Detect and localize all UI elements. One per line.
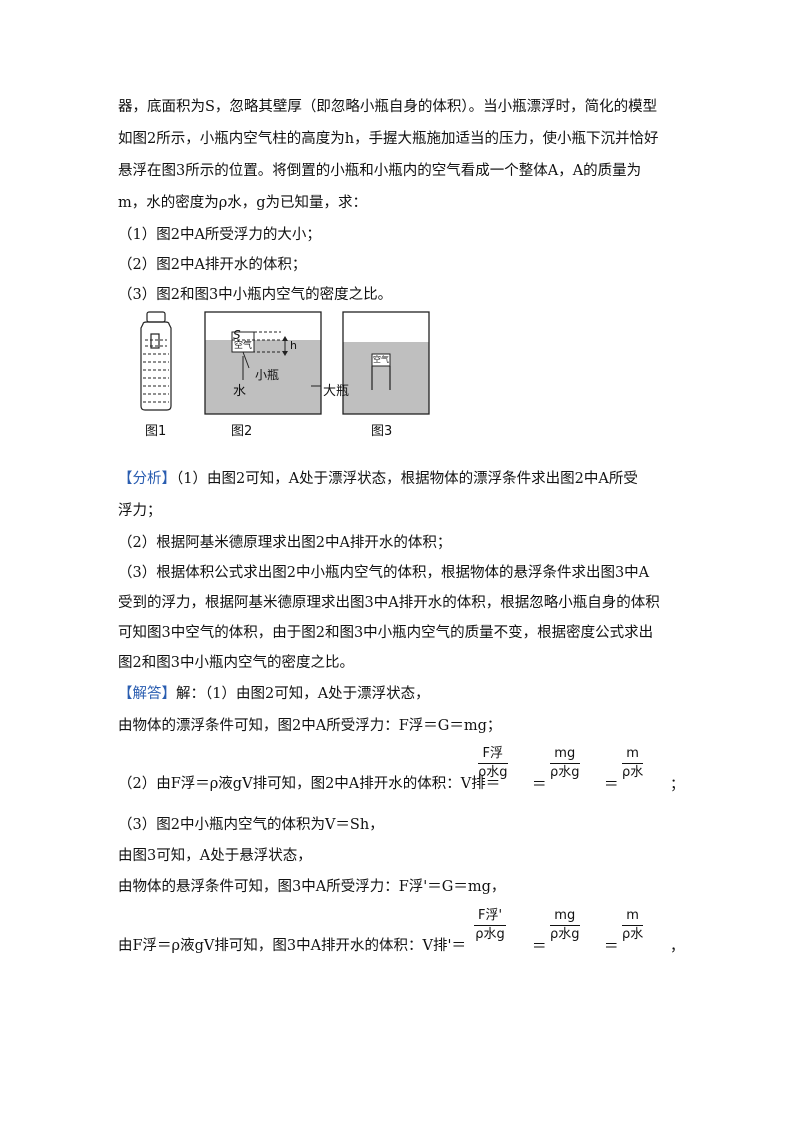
problem-line-1: 器，底面积为S，忽略其壁厚（即忽略小瓶自身的体积）。当小瓶漂浮时，简化的模型 [118,99,658,115]
fraction-2b: mg ρ水g [550,907,580,944]
fraction-2a-den: ρ水g [475,927,505,942]
analysis-line-4: （3）根据体积公式求出图2中小瓶内空气的体积，根据物体的悬浮条件求出图3中A [118,565,650,581]
answer-line-3: （2）由F浮＝ρ液gV排可知，图2中A排开水的体积：V排＝ [118,776,501,792]
fraction-2a: F浮' ρ水g [474,907,507,944]
fraction-1a: F浮 ρ水g [478,745,508,782]
analysis-line-3: （2）根据阿基米德原理求出图2中A排开水的体积； [118,535,452,551]
answer-line-1: 【解答】解：（1）由图2可知，A处于漂浮状态， [118,684,430,704]
fraction-1b: mg ρ水g [550,745,580,782]
figure-1-bottle [140,311,172,411]
fraction-1c: m ρ水 [622,745,644,782]
fraction-2b-num: mg [550,907,580,926]
eq-2b: ＝ [604,939,619,955]
answer-tag: 【解答】 [118,686,176,702]
area-s-label: S [233,328,241,342]
air-label-fig3: 空气 [373,355,389,364]
big-bottle-label: 大瓶 [323,384,350,399]
figures-area: S 空气 h 小瓶 水 大瓶 空气 图1 图2 图3 [135,308,435,443]
eq-1a: ＝ [532,777,547,793]
answer-line-2: 由物体的漂浮条件可知，图2中A所受浮力：F浮＝G＝mg； [118,718,502,734]
fraction-1b-den: ρ水g [550,765,580,780]
figure-1-caption: 图1 [145,424,167,439]
answer-line-7: 由F浮＝ρ液gV排可知，图3中A排开水的体积：V排'＝ [118,938,466,954]
fraction-1a-num: F浮 [478,745,508,764]
fraction-1c-num: m [622,745,644,764]
analysis-line-1: 【分析】（1）由图2可知，A处于漂浮状态，根据物体的漂浮条件求出图2中A所受 [118,469,638,489]
eq-2a: ＝ [532,939,547,955]
semicolon-1: ； [670,777,685,793]
analysis-line-7: 图2和图3中小瓶内空气的密度之比。 [118,655,354,671]
analysis-line-5: 受到的浮力，根据阿基米德原理求出图3中A排开水的体积，根据忽略小瓶自身的体积 [118,595,660,611]
figure-3-caption: 图3 [371,424,393,439]
eq-1b: ＝ [604,777,619,793]
fraction-1a-den: ρ水g [478,765,508,780]
fraction-1c-den: ρ水 [622,765,644,780]
analysis-tag: 【分析】 [118,471,176,487]
figure-drawings [140,311,430,415]
fraction-2b-den: ρ水g [550,927,580,942]
question-3: （3）图2和图3中小瓶内空气的密度之比。 [118,287,393,303]
fraction-1b-num: mg [550,745,580,764]
answer-line-5: 由图3可知，A处于悬浮状态， [118,848,312,864]
question-2: （2）图2中A排开水的体积； [118,257,307,273]
problem-line-4: m，水的密度为ρ水，g为已知量，求： [118,195,368,211]
fraction-2c-num: m [622,907,644,926]
analysis-text-1a: （1）由图2可知，A处于漂浮状态，根据物体的漂浮条件求出图2中A所受 [176,471,638,487]
problem-line-3: 悬浮在图3所示的位置。将倒置的小瓶和小瓶内的空气看成一个整体A，A的质量为 [118,163,642,179]
figure-2-caption: 图2 [231,424,253,439]
analysis-line-2: 浮力； [118,503,162,519]
small-bottle-label: 小瓶 [255,368,280,382]
problem-line-2: 如图2所示，小瓶内空气柱的高度为h，手握大瓶施加适当的压力，使小瓶下沉并恰好 [118,131,659,147]
air-label-fig2: 空气 [234,341,253,351]
answer-line-4: （3）图2中小瓶内空气的体积为V＝Sh， [118,817,384,833]
analysis-line-6: 可知图3中空气的体积，由于图2和图3中小瓶内空气的质量不变，根据密度公式求出 [118,625,654,641]
comma-2: ， [670,939,685,955]
answer-line-6: 由物体的悬浮条件可知，图3中A所受浮力：F浮'＝G＝mg， [118,879,506,895]
figure-3-diagram [342,311,430,415]
question-1: （1）图2中A所受浮力的大小； [118,227,321,243]
answer-text-1: 解：（1）由图2可知，A处于漂浮状态， [176,686,430,702]
h-label: h [290,339,297,352]
water-label: 水 [233,384,247,399]
fraction-2c: m ρ水 [622,907,644,944]
figure-2-diagram [204,311,322,415]
fraction-2c-den: ρ水 [622,927,644,942]
fraction-2a-num: F浮' [474,907,507,926]
